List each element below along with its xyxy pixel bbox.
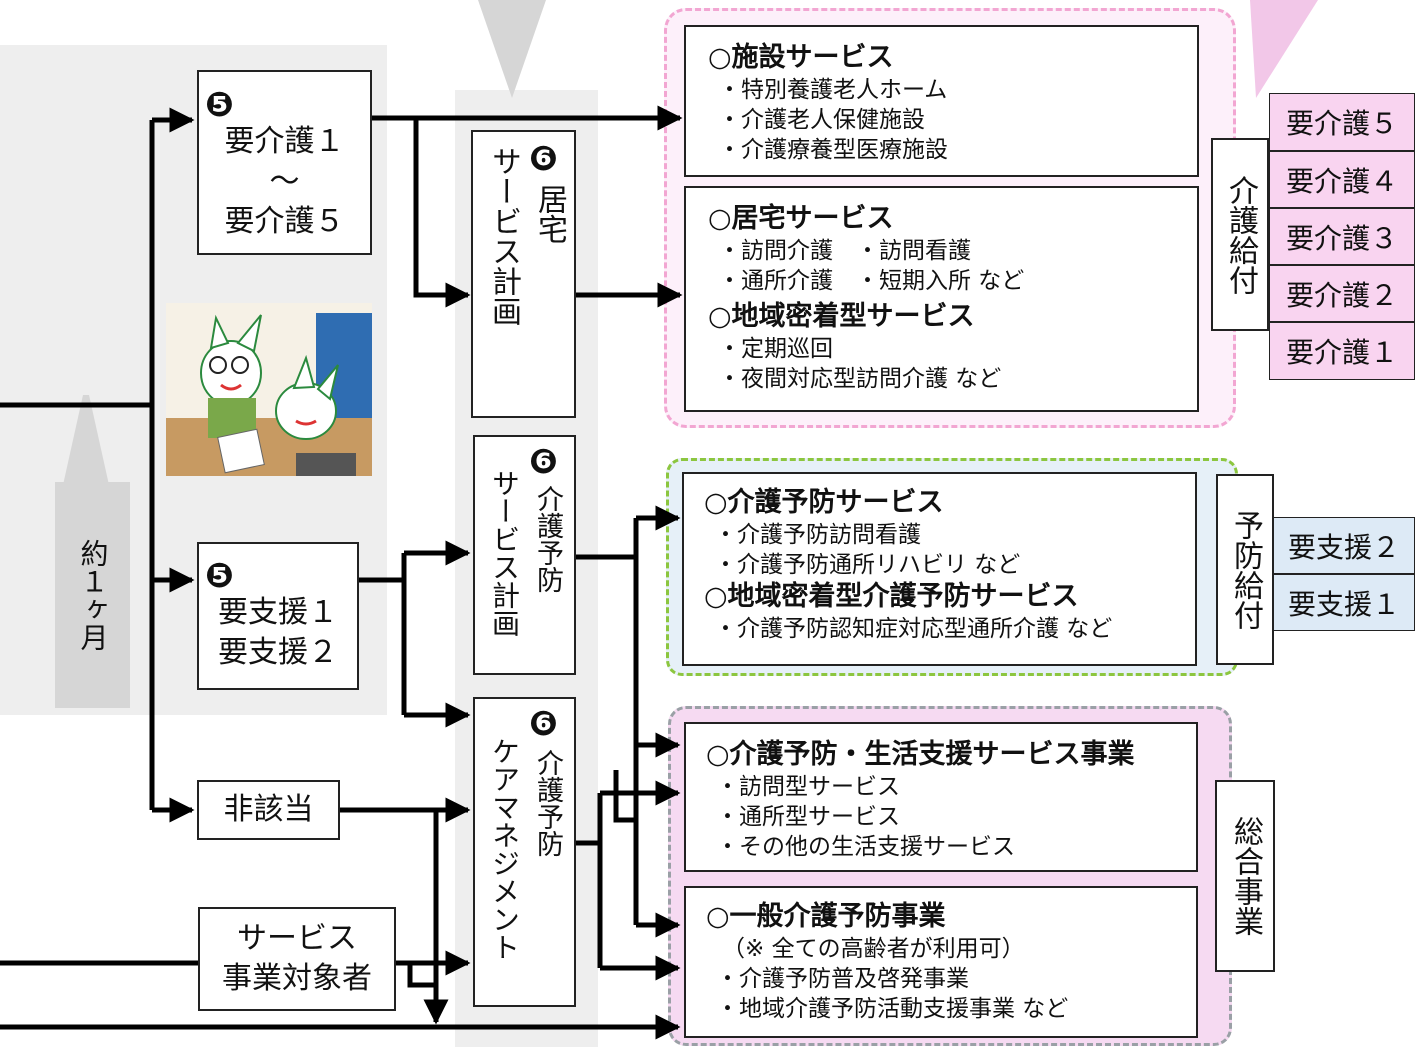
home-service-box: ○居宅サービス ・訪問介護 ・訪問看護 ・通所介護 ・短期入所 など ○地域密着… <box>684 186 1199 412</box>
facility-service-box: ○施設サービス ・特別養護老人ホーム ・介護老人保健施設 ・介護療養型医療施設 <box>684 25 1199 177</box>
care-level-tilde: ～ <box>269 163 300 199</box>
care-level-tag: 要介護１ <box>1269 322 1415 380</box>
step-6-marker: ❻ <box>529 442 558 482</box>
care-level-tag: 要介護２ <box>1269 265 1415 322</box>
plan-title-a: 介護予防 <box>532 749 563 857</box>
plan-title-b: サービス計画 <box>488 469 521 637</box>
month-pointer <box>63 395 109 485</box>
illustration-cats <box>166 303 372 476</box>
care-level-from: 要介護１ <box>224 123 345 159</box>
prevention-benefit-label: 予防給付 <box>1216 474 1274 665</box>
step-6-marker: ❻ <box>529 139 558 179</box>
prevention-service-plan-box: ❻ 介護予防 サービス計画 <box>473 435 576 675</box>
pointer-triangle-plan <box>478 0 546 98</box>
plan-title-a: 居宅 <box>532 184 567 244</box>
not-applicable-box: 非該当 <box>197 780 340 840</box>
service-target-box: サービス 事業対象者 <box>198 907 396 1011</box>
care-level-tag: 要介護３ <box>1269 208 1415 265</box>
life-support-service-box: ○介護予防・生活支援サービス事業 ・訪問型サービス ・通所型サービス ・その他の… <box>684 722 1198 872</box>
care-level-tag: 要介護５ <box>1269 93 1415 151</box>
care-benefit-label: 介護給付 <box>1211 138 1269 331</box>
plan-title-b: サービス計画 <box>486 146 521 326</box>
general-prevention-box: ○一般介護予防事業 （※ 全ての高齢者が利用可） ・介護予防普及啓発事業 ・地域… <box>684 886 1198 1038</box>
support-level-1: 要支援１ <box>218 595 338 630</box>
care-level-tag: 要介護４ <box>1269 151 1415 208</box>
care-level-to: 要介護５ <box>224 203 345 239</box>
care-level-box: ❺ 要介護１ ～ 要介護５ <box>197 70 372 255</box>
support-level-box: ❺ 要支援１ 要支援２ <box>197 542 359 690</box>
prevention-service-box: ○介護予防サービス ・介護予防訪問看護 ・介護予防通所リハビリ など ○地域密着… <box>682 472 1197 666</box>
support-level-tag: 要支援２ <box>1273 517 1415 574</box>
step-6-marker: ❻ <box>529 704 558 744</box>
step-5-marker: ❺ <box>205 84 234 125</box>
about-month-label: 約１ヶ月 <box>55 482 130 708</box>
support-level-2: 要支援２ <box>218 635 338 670</box>
general-business-label: 総合事業 <box>1215 780 1275 972</box>
support-level-tag: 要支援１ <box>1273 574 1415 631</box>
plan-title-a: 介護予防 <box>532 485 563 593</box>
step-5-marker: ❺ <box>205 556 234 596</box>
prevention-care-management-box: ❻ 介護予防 ケアマネジメント <box>473 697 576 1007</box>
plan-title-b: ケアマネジメント <box>488 737 521 961</box>
home-service-plan-box: ❻ 居宅 サービス計画 <box>471 130 576 418</box>
pointer-triangle-benefit <box>1250 0 1318 98</box>
